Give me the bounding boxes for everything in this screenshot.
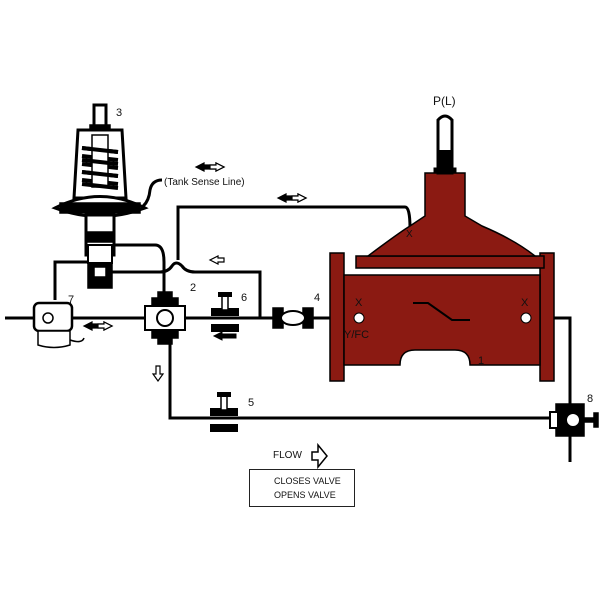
label-3: 3 — [116, 107, 123, 119]
legend-closes-text: CLOSES VALVE — [274, 476, 341, 486]
inlet-port — [353, 312, 365, 324]
pilot-pl — [433, 114, 457, 175]
legend-opens-text: OPENS VALVE — [274, 490, 336, 500]
label-7: 7 — [68, 294, 75, 306]
label-main-valve-1: 1 — [478, 355, 485, 367]
outlet-port — [520, 312, 532, 324]
needle-valve-6 — [210, 291, 240, 333]
needle-valve-5 — [209, 391, 239, 433]
arrow-flow — [311, 442, 328, 470]
main-valve-body — [329, 172, 555, 382]
label-4: 4 — [314, 292, 321, 304]
label-6: 6 — [241, 292, 248, 304]
arrow-closes-6 — [212, 331, 237, 341]
arrow-tank-sense — [194, 162, 226, 172]
label-pl: P(L) — [433, 94, 456, 108]
label-x-inlet: X — [355, 297, 363, 309]
arrow-opens-return — [208, 255, 225, 265]
label-flow: FLOW — [273, 450, 302, 461]
arrow-sense-line — [276, 193, 308, 203]
valve-seat-line — [413, 302, 470, 321]
arrow-inlet — [82, 321, 114, 331]
legend-opens: OPENS VALVE — [274, 490, 336, 500]
valve-8 — [549, 403, 599, 437]
label-x-top: X — [406, 229, 413, 240]
pilot-3 — [51, 103, 149, 289]
label-5: 5 — [248, 397, 255, 409]
legend: CLOSES VALVE OPENS VALVE — [249, 469, 355, 507]
component-2 — [144, 291, 186, 345]
legend-closes: CLOSES VALVE — [274, 476, 341, 486]
label-2: 2 — [190, 282, 197, 294]
label-x-outlet: X — [521, 297, 529, 309]
label-y-fc: Y/FC — [344, 329, 370, 341]
strainer-4 — [272, 307, 314, 329]
arrow-opens-down — [151, 365, 165, 383]
label-tank-sense-line: (Tank Sense Line) — [164, 177, 245, 188]
component-7 — [32, 301, 85, 349]
label-8: 8 — [587, 393, 594, 405]
